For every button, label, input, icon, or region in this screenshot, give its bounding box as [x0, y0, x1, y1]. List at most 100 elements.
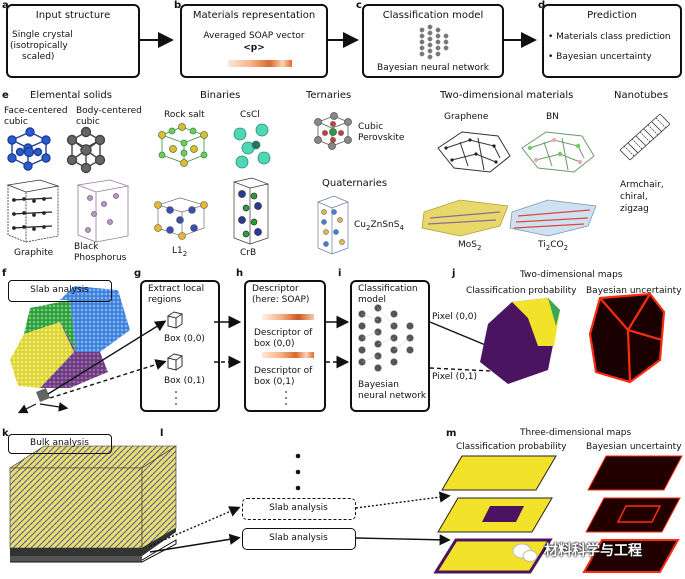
- continuation-dots-small: [175, 391, 287, 405]
- polycrystal-slab: [10, 286, 130, 402]
- slab-to-regions-arrows: [47, 320, 167, 399]
- bn-structure-icon: [521, 131, 595, 173]
- descriptor-bar-1: [262, 314, 314, 320]
- bnn-label: Bayesian neural network: [377, 63, 489, 73]
- panel-k-label: k: [2, 428, 9, 439]
- classification-model-f-title-1: Classification: [358, 284, 418, 294]
- descriptor-box: Descriptor (here: SOAP) Descriptor of bo…: [244, 280, 326, 412]
- bnn-f-label-1: Bayesian: [358, 380, 399, 390]
- panel-l-label: l: [160, 428, 164, 439]
- descriptor-01-label-2: box (0,1): [254, 377, 295, 387]
- pixel-00-label: Pixel (0,0): [432, 312, 478, 322]
- ti2co2-structure-icon: [509, 199, 597, 237]
- extract-regions-title-2: regions: [148, 295, 182, 305]
- ti2co2-label: Ti2CO2: [538, 240, 569, 252]
- materials-representation-box: Materials representation Averaged SOAP v…: [180, 4, 328, 78]
- bulk-to-slab-arrows: [149, 491, 451, 553]
- panel-c-label: c: [356, 0, 362, 11]
- fcc-label-1: Face-centered: [4, 106, 68, 116]
- slab-analysis-solid-label: Slab analysis: [269, 533, 328, 543]
- input-structure-title: Input structure: [35, 10, 111, 21]
- mos2-structure-icon: [421, 199, 509, 237]
- three-dimensional-maps-title: Three-dimensional maps: [520, 428, 632, 438]
- slab-axis-arrows: [17, 402, 69, 414]
- crb-label: CrB: [240, 248, 257, 258]
- nanotube-label-1: Armchair,: [620, 180, 664, 190]
- ternaries-heading: Ternaries: [306, 90, 352, 101]
- classification-model-title: Classification model: [382, 10, 484, 21]
- two-dimensional-heading: Two-dimensional materials: [440, 90, 574, 101]
- elemental-solids-heading: Elemental solids: [30, 90, 112, 101]
- bayesian-uncertainty-label-2d: Bayesian uncertainty: [586, 286, 682, 296]
- graphite-label: Graphite: [14, 248, 54, 258]
- perovskite-label-1: Cubic: [358, 122, 384, 132]
- cscl-structure-icon: [233, 123, 271, 169]
- fcc-label-2: cubic: [4, 117, 28, 127]
- panel-d-label: d: [538, 0, 546, 11]
- cscl-label: CsCl: [240, 110, 260, 120]
- slab-analysis-dashed-label: Slab analysis: [269, 503, 328, 513]
- slab-analysis-box: Slab analysis: [8, 280, 112, 302]
- graphene-label: Graphene: [444, 112, 489, 122]
- panel-e-label: e: [2, 90, 9, 101]
- nanotube-structure-icon: [619, 113, 671, 161]
- classification-model-box: Classification model Bayesian neural net…: [362, 4, 504, 78]
- classification-probability-label-3d: Classification probability: [456, 442, 567, 452]
- slab-analysis-dashed-box: Slab analysis: [242, 498, 356, 520]
- l12-label: L12: [172, 246, 188, 258]
- box-00-label: Box (0,0): [164, 334, 205, 344]
- box-01-label: Box (0,1): [164, 376, 205, 386]
- soap-vector-label: Averaged SOAP vector: [203, 31, 305, 41]
- fcc-structure-icon: [7, 127, 51, 171]
- panel-g-label: g: [134, 268, 142, 279]
- bcc-label-1: Body-centered: [76, 106, 142, 116]
- black-phosphorus-label-2: Phosphorus: [74, 253, 127, 263]
- classification-model-f-title-2: model: [358, 295, 387, 305]
- descriptor-00-label-2: box (0,0): [254, 339, 295, 349]
- descriptor-01-label-1: Descriptor of: [254, 366, 313, 376]
- bulk-analysis-box: Bulk analysis: [8, 434, 112, 454]
- classification-probability-map-3d: [433, 455, 557, 574]
- panel-a-label: a: [2, 0, 9, 11]
- panel-f-label: f: [2, 268, 7, 279]
- bnn-network-icon: [358, 304, 414, 372]
- materials-representation-title: Materials representation: [192, 10, 316, 21]
- extract-regions-box: Extract local regions Box (0,0) Box (0,1…: [140, 280, 220, 412]
- nanotubes-heading: Nanotubes: [614, 90, 669, 101]
- bnn-f-label-2: neural network: [358, 391, 427, 401]
- nanotube-label-3: zigzag: [620, 204, 649, 214]
- panel-j-label: j: [452, 268, 456, 279]
- bulk-analysis-title: Bulk analysis: [30, 438, 89, 448]
- soap-vector-bar: [228, 60, 292, 67]
- panel-b-label: b: [174, 0, 182, 11]
- rocksalt-structure-icon: [158, 123, 208, 167]
- continuation-dots: [295, 453, 301, 491]
- czts-structure-icon: [317, 195, 349, 255]
- extract-regions-title-1: Extract local: [148, 284, 205, 294]
- perovskite-label-2: Perovskite: [358, 133, 405, 143]
- wechat-logo-icon: [512, 543, 538, 562]
- bn-label: BN: [546, 112, 559, 122]
- bulk-cube: [8, 445, 178, 563]
- binaries-heading: Binaries: [200, 90, 241, 101]
- bayesian-uncertainty-map-2d: [588, 292, 666, 384]
- panel-h-label: h: [236, 268, 244, 279]
- descriptor-bar-2: [262, 352, 314, 358]
- rocksalt-label: Rock salt: [164, 110, 205, 120]
- watermark-text: 材料科学与工程: [544, 543, 642, 559]
- mos2-label: MoS2: [458, 240, 482, 252]
- input-structure-line2: (isotropically: [10, 41, 68, 51]
- black-phosphorus-label-1: Black: [74, 242, 99, 252]
- prediction-item-uncertainty: • Bayesian uncertainty: [548, 52, 652, 62]
- nanotube-label-2: chiral,: [620, 192, 648, 202]
- two-dimensional-maps-title: Two-dimensional maps: [520, 270, 623, 280]
- descriptor-00-label-1: Descriptor of: [254, 328, 313, 338]
- l12-structure-icon: [154, 197, 208, 240]
- prediction-title: Prediction: [587, 10, 637, 21]
- czts-label: Cu2ZnSnS4: [354, 220, 404, 232]
- slab-analysis-title: Slab analysis: [30, 285, 89, 295]
- bayesian-uncertainty-map-3d: [582, 455, 683, 573]
- bayesian-uncertainty-label-3d: Bayesian uncertainty: [586, 442, 682, 452]
- box-cube-icons: [166, 311, 184, 371]
